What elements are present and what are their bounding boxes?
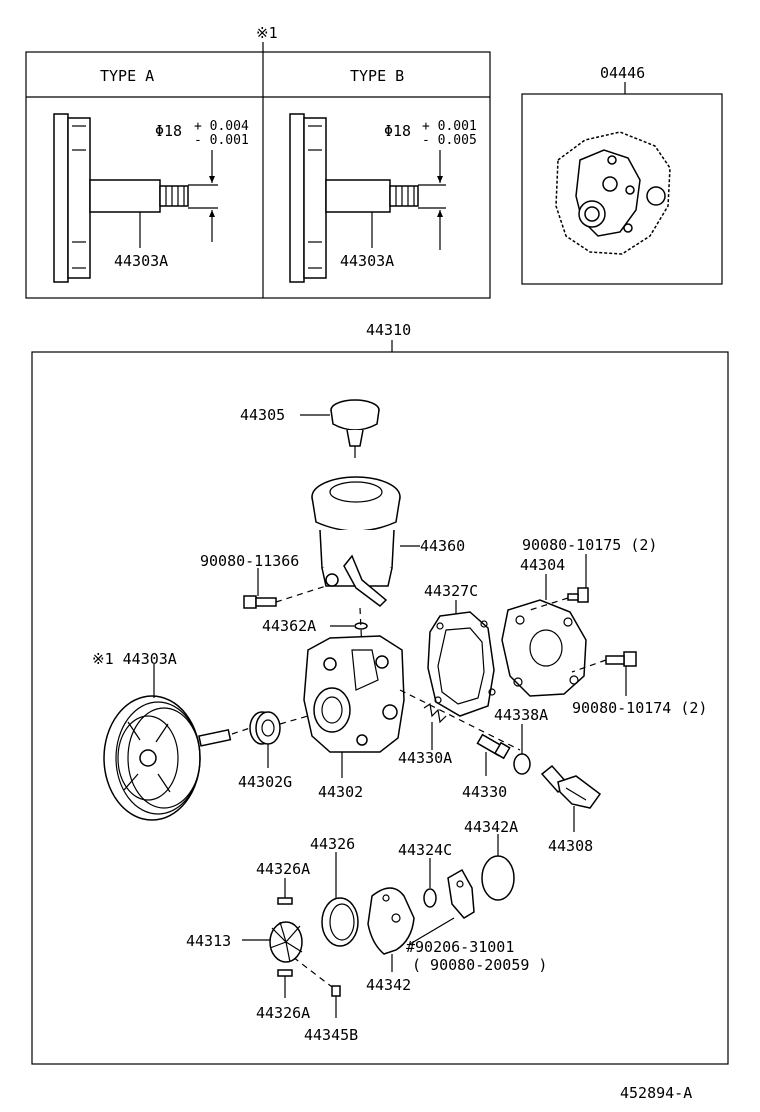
bolt-cover-side bbox=[605, 651, 637, 667]
callout-union-fitting: 44308 bbox=[548, 837, 593, 855]
callout-vane: 44345B bbox=[304, 1026, 358, 1044]
small-oring bbox=[423, 888, 437, 908]
callout-bolt-cover-top: 90080-10175 (2) bbox=[522, 536, 657, 554]
union-oring bbox=[513, 753, 531, 775]
rotor-pin-top bbox=[277, 897, 293, 905]
callout-cover-gasket: 44327C bbox=[424, 582, 478, 600]
callout-union-oring: 44338A bbox=[494, 706, 548, 724]
cam-ring-seal bbox=[321, 897, 359, 947]
callout-shaft-oil-seal: 44302G bbox=[238, 773, 292, 791]
type-b-dim-prefix: Φ18 bbox=[384, 122, 411, 140]
callout-pulley-shaft: ※1 44303A bbox=[92, 650, 177, 668]
type-a-tol-upper: + 0.004 bbox=[194, 119, 249, 134]
callout-cam-ring-seal: 44326 bbox=[310, 835, 355, 853]
rotor-pin-bottom bbox=[277, 969, 293, 977]
type-comparison-box: ※1 TYPE A TYPE B Φ18 + 0.004 bbox=[25, 24, 491, 299]
callout-side-plate-1: #90206-31001 bbox=[406, 938, 514, 956]
cover-plate bbox=[501, 599, 587, 697]
callout-rotor: 44313 bbox=[186, 932, 231, 950]
reservoir-tank bbox=[311, 476, 401, 607]
pulley-shaft bbox=[103, 695, 232, 821]
type-a-tol-lower: - 0.001 bbox=[194, 133, 249, 148]
gasket-kit-part-no: 04446 bbox=[600, 64, 645, 82]
reservoir-cap bbox=[330, 399, 380, 458]
type-b-header: TYPE B bbox=[350, 67, 404, 85]
callout-cam-oring: 44342A bbox=[464, 818, 518, 836]
callout-bolt-reservoir: 90080-11366 bbox=[200, 552, 299, 570]
bolt-cover-top bbox=[567, 587, 589, 603]
valve-spring bbox=[423, 702, 447, 724]
callout-cover-plate: 44304 bbox=[520, 556, 565, 574]
cam-ring bbox=[367, 887, 415, 955]
pump-housing bbox=[303, 635, 405, 753]
callout-flow-valve: 44330 bbox=[462, 783, 507, 801]
callout-small-oring: 44324C bbox=[398, 841, 452, 859]
callout-bolt-cover-side: 90080-10174 (2) bbox=[572, 699, 707, 717]
flow-control-valve bbox=[476, 733, 511, 760]
pump-vane bbox=[331, 985, 341, 997]
gasket-kit-box: 04446 bbox=[521, 64, 723, 285]
cam-oring bbox=[481, 855, 515, 901]
callout-pin-bottom: 44326A bbox=[256, 1004, 310, 1022]
callout-spring: 44330A bbox=[398, 749, 452, 767]
type-a-part-no: 44303A bbox=[114, 252, 168, 270]
cover-gasket bbox=[427, 611, 496, 717]
callout-pin-top: 44326A bbox=[256, 860, 310, 878]
type-b-tol-upper: + 0.001 bbox=[422, 119, 477, 134]
callout-cap: 44305 bbox=[240, 406, 285, 424]
pump-assembly-part-no: 44310 bbox=[366, 321, 411, 339]
type-b-tol-lower: - 0.005 bbox=[422, 133, 477, 148]
type-a-dim-prefix: Φ18 bbox=[155, 122, 182, 140]
illustration-code: 452894-A bbox=[620, 1084, 692, 1102]
type-a-header: TYPE A bbox=[100, 67, 154, 85]
callout-reservoir: 44360 bbox=[420, 537, 465, 555]
pump-rotor bbox=[269, 921, 303, 963]
note-mark: ※1 bbox=[256, 24, 278, 42]
callout-reservoir-oring: 44362A bbox=[262, 617, 316, 635]
callout-pump-housing: 44302 bbox=[318, 783, 363, 801]
side-plate bbox=[447, 868, 475, 919]
type-a-shaft-drawing bbox=[53, 113, 218, 283]
type-b-shaft-drawing bbox=[289, 113, 446, 283]
gasket-kit-illustration bbox=[555, 131, 671, 255]
type-b-part-no: 44303A bbox=[340, 252, 394, 270]
bolt-reservoir bbox=[243, 595, 277, 609]
pump-assembly-box: 44310 bbox=[31, 321, 729, 1065]
callout-cam-ring: 44342 bbox=[366, 976, 411, 994]
union-fitting bbox=[540, 764, 602, 809]
callout-side-plate-2: ( 90080-20059 ) bbox=[412, 956, 547, 974]
shaft-oil-seal bbox=[249, 711, 281, 745]
